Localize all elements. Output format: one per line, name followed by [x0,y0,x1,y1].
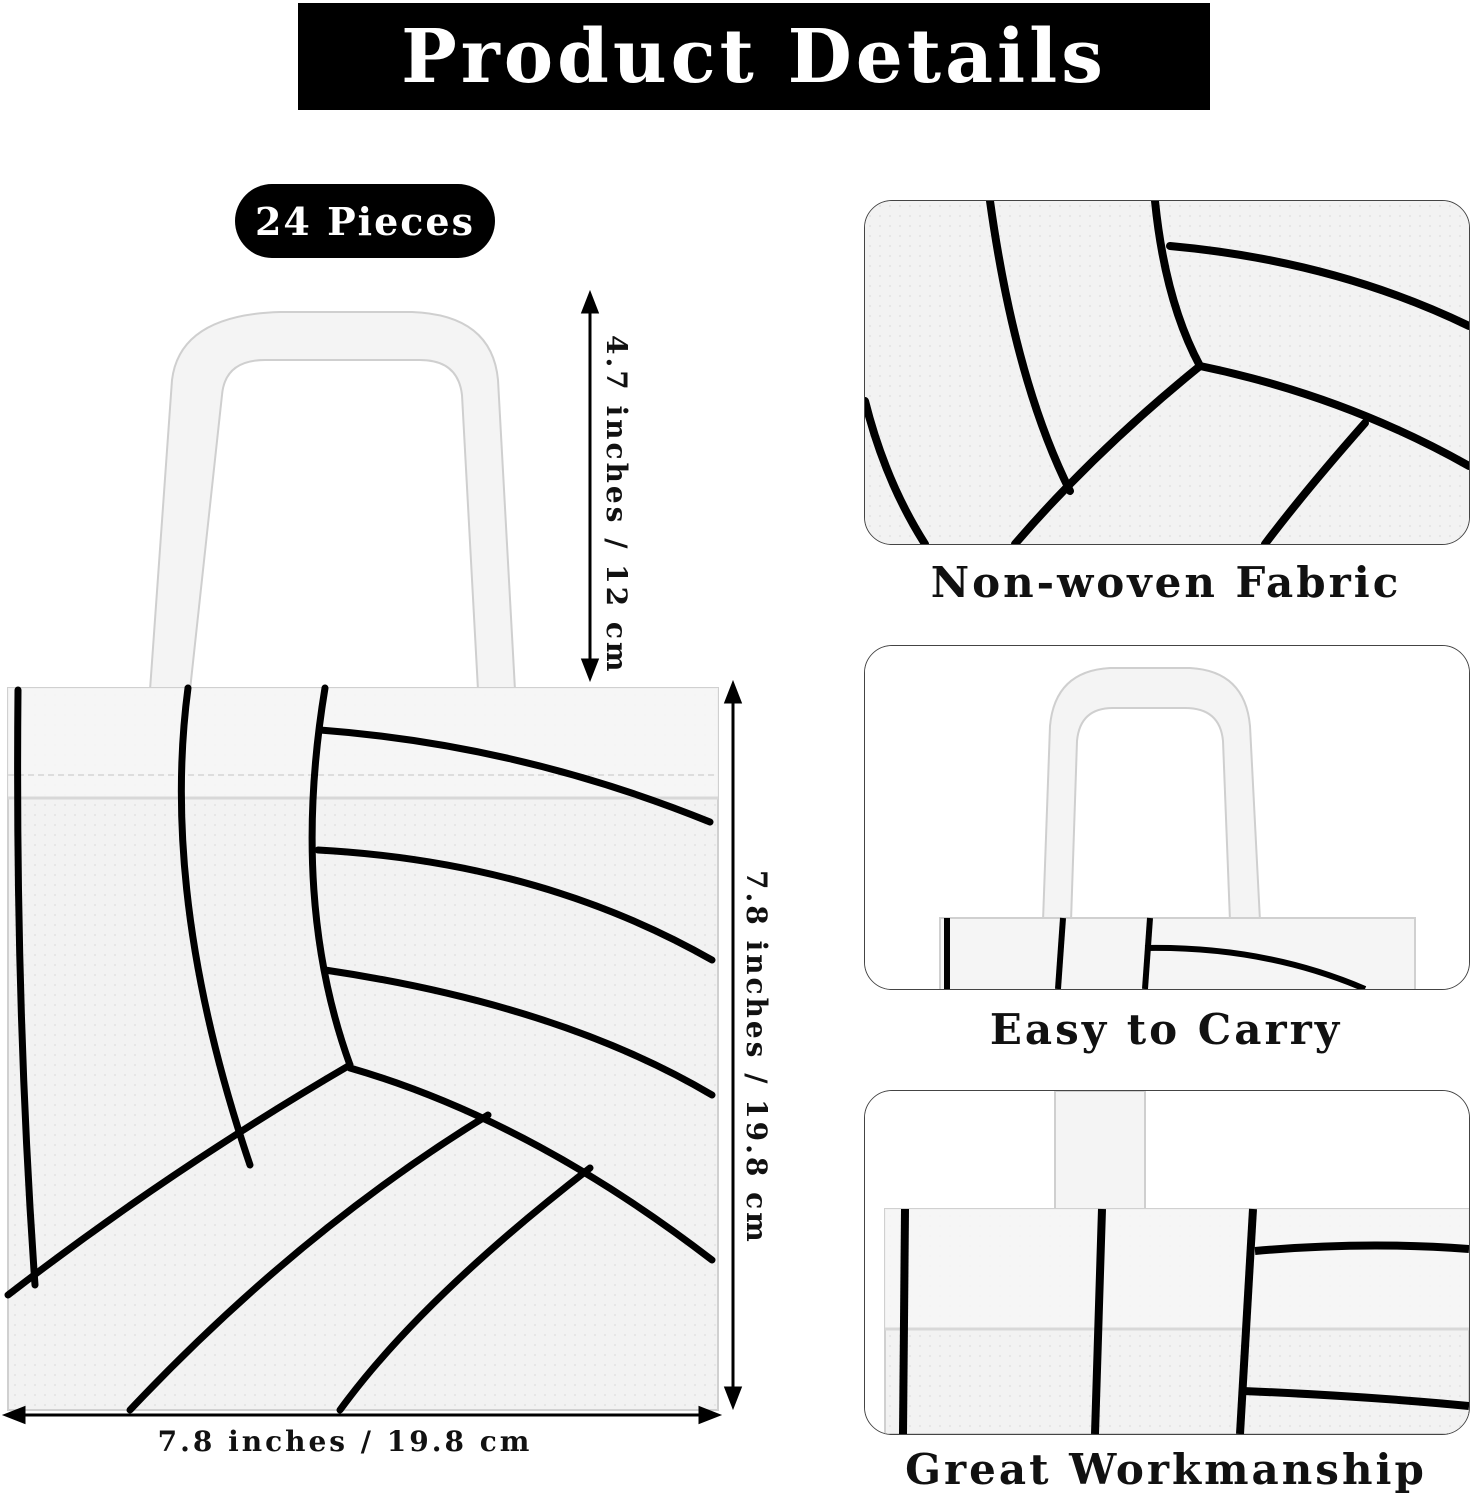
feature-caption-handle: Easy to Carry [989,1005,1343,1054]
feature-panel-fabric [864,200,1470,545]
bag-height-label: 7.8 inches / 19.8 cm [740,870,773,1245]
handle-closeup-image [865,646,1469,989]
volleyball-tote-bag-image [1,289,743,1425]
page-title: Product Details [401,13,1107,100]
fabric-closeup-image [865,201,1469,544]
quantity-badge: 24 Pieces [235,184,495,258]
handle-height-label: 4.7 inches / 12 cm [600,335,633,675]
feature-caption-seam: Great Workmanship [905,1445,1427,1494]
feature-panel-seam [864,1090,1470,1435]
quantity-label: 24 Pieces [254,198,475,244]
page-title-banner: Product Details [298,3,1210,110]
bag-width-label: 7.8 inches / 19.8 cm [157,1425,533,1458]
seam-closeup-image [865,1091,1469,1434]
feature-caption-fabric: Non-woven Fabric [930,558,1402,607]
feature-panel-handle [864,645,1470,990]
